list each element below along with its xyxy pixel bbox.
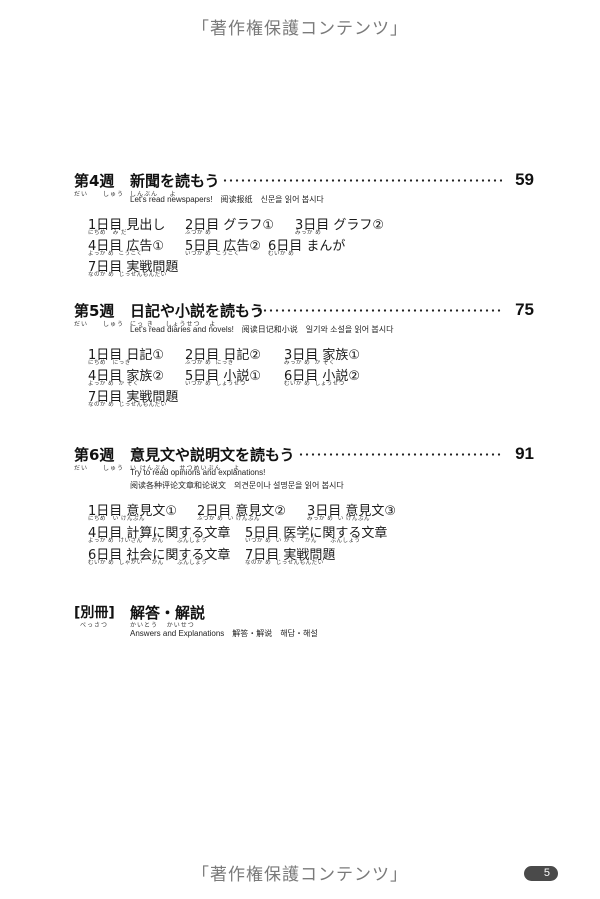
- week-title: 日記や小説を読もう: [130, 302, 265, 320]
- week-title: 新聞を読もう: [130, 172, 220, 190]
- appendix-title: 解答・解説: [130, 604, 206, 622]
- toc-week-4[interactable]: 第4週 だいしゅう 新聞を読もう しんぶん よ 59 Let's read ne…: [74, 170, 534, 290]
- page-number: 91: [515, 444, 534, 463]
- appendix-tag: [別冊]: [74, 605, 115, 621]
- week-label-ruby: だいしゅう: [74, 465, 124, 472]
- day-item[interactable]: 1日目 見出しにちめ み だ: [88, 218, 166, 236]
- page-number-badge: 5: [524, 866, 558, 881]
- watermark-bottom: 「著作権保護コンテンツ」: [192, 865, 408, 885]
- day-item[interactable]: 6日目 まんがむいか め: [268, 239, 346, 257]
- toc-week-5[interactable]: 第5週 だいしゅう 日記や小説を読もう にっ き しょうせつ よ 75 Let'…: [74, 300, 534, 420]
- day-item[interactable]: 7日目 実戦問題なのか め じっせんもんだい: [88, 390, 179, 408]
- week-label: 第6週: [74, 446, 115, 464]
- dot-leader: [298, 453, 502, 456]
- appendix-tag-ruby: べっさつ: [80, 622, 109, 629]
- week-header: 第6週 だいしゅう 意見文や説明文を読もう い けんぶん せつめいぶん よ 91: [74, 444, 534, 472]
- week-label-ruby: だいしゅう: [74, 321, 124, 328]
- week-title-ruby: しんぶん よ: [130, 191, 177, 198]
- week-title-ruby: い けんぶん せつめいぶん よ: [130, 465, 241, 472]
- week-title-ruby: にっ き しょうせつ よ: [130, 321, 217, 328]
- appendix-subtitle: Answers and Explanations 解答・解说 해답・해설: [130, 629, 318, 638]
- week-label: 第4週: [74, 172, 115, 190]
- week-header: 第4週 だいしゅう 新聞を読もう しんぶん よ 59: [74, 170, 534, 198]
- day-item[interactable]: 7日目 実戦問題なのか め じっせんもんだい: [88, 260, 179, 278]
- week-header: 第5週 だいしゅう 日記や小説を読もう にっ き しょうせつ よ 75: [74, 300, 534, 328]
- appendix-title-ruby: かいとう かいせつ: [130, 622, 195, 629]
- week-label: 第5週: [74, 302, 115, 320]
- week-subtitle: Let's read diaries and novels! 阅读日记和小说 일…: [130, 325, 394, 334]
- week-title: 意見文や説明文を読もう: [130, 446, 295, 464]
- day-item[interactable]: 5日目 医学に関する文章いつか め い がく かん ぶんしょう: [245, 526, 388, 544]
- toc-week-6[interactable]: 第6週 だいしゅう 意見文や説明文を読もう い けんぶん せつめいぶん よ 91…: [74, 444, 534, 584]
- watermark-top: 「著作権保護コンテンツ」: [192, 19, 408, 39]
- day-item[interactable]: 4日目 計算に関する文章よっか め けいさん かん ぶんしょう: [88, 526, 231, 544]
- dot-leader: [222, 179, 502, 182]
- day-item[interactable]: 7日目 実戦問題なのか め じっせんもんだい: [245, 548, 336, 566]
- day-item[interactable]: 6日目 社会に関する文章むいか め しゃかい かん ぶんしょう: [88, 548, 231, 566]
- page-number: 75: [515, 300, 534, 319]
- week-subtitle: Try to read opinions and explanations!: [130, 468, 266, 477]
- week-label-ruby: だいしゅう: [74, 191, 124, 198]
- dot-leader: [256, 309, 502, 312]
- week-subtitle: Let's read newspapers! 阅读报纸 신문을 읽어 봅시다: [130, 195, 324, 204]
- week-subtitle-translations: 阅读各种评论文章和论说文 의견문이나 설명문을 읽어 봅시다: [130, 481, 344, 490]
- page-number: 59: [515, 170, 534, 189]
